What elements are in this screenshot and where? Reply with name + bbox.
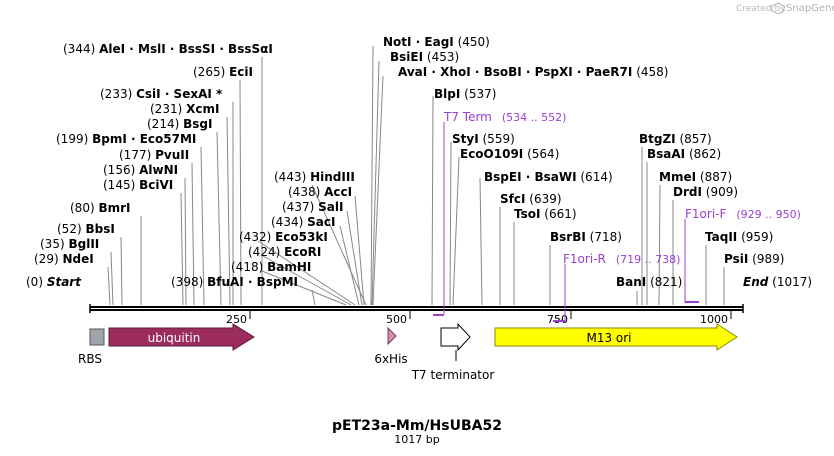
site-label-ecori[interactable]: (424) EcoRI <box>248 245 321 259</box>
site-label-blpi[interactable]: BlpI (537) <box>434 87 496 101</box>
site-label-start[interactable]: (0) Start <box>26 275 82 289</box>
cut-site-leader-line <box>261 270 347 306</box>
site-label-xcmi[interactable]: (231) XcmI <box>150 102 219 116</box>
site-label-taqii[interactable]: TaqII (959) <box>705 230 773 244</box>
site-label-avai-xhoi[interactable]: AvaI · XhoI · BsoBI · PspXI · PaeR7I (45… <box>398 65 668 79</box>
feature-ubiquitin[interactable]: ubiquitin <box>108 323 255 351</box>
feature-6xhis[interactable]: 6xHis <box>374 326 408 366</box>
site-label-bsaai[interactable]: BsaAI (862) <box>647 147 721 161</box>
cut-site-leader-line <box>658 184 661 306</box>
site-label-bsgi[interactable]: (214) BsgI <box>147 117 212 131</box>
cut-site-leader-line <box>431 95 434 306</box>
site-label-drdi[interactable]: DrdI (909) <box>673 185 738 199</box>
primer-label-f1ori-f[interactable]: F1ori-F(929 .. 950) <box>685 207 801 221</box>
cut-site-leader-line <box>200 146 205 306</box>
site-label-alwni[interactable]: (156) AlwNI <box>103 163 178 177</box>
site-label-bani[interactable]: BanI (821) <box>616 275 682 289</box>
site-label-hindiii[interactable]: (443) HindIII <box>274 170 355 184</box>
cut-site-leader-line <box>311 289 316 306</box>
feature-label-t7-terminator: T7 terminator <box>411 368 495 382</box>
cut-site-leader-line <box>257 240 356 306</box>
cut-site-leader-line <box>371 60 380 306</box>
cut-site-leader-line <box>239 79 242 306</box>
ruler: 250 500 750 1000 <box>226 311 732 326</box>
site-label-sfci[interactable]: SfcI (639) <box>500 192 562 206</box>
site-label-bamhi[interactable]: (418) BamHI <box>231 260 311 274</box>
site-label-ecii[interactable]: (265) EciI <box>193 65 253 79</box>
feature-label-rbs: RBS <box>78 352 102 366</box>
cut-site-leader-line <box>120 236 123 306</box>
snapgene-brand-text[interactable]: SnapGene <box>786 3 834 14</box>
site-label-saci[interactable]: (434) SacI <box>271 215 335 229</box>
cut-site-leader-lines <box>107 45 725 306</box>
site-label-sali[interactable]: (437) SalI <box>282 200 343 214</box>
cut-site-leader-line <box>107 266 111 306</box>
feature-label-m13-ori: M13 ori <box>586 331 631 345</box>
site-label-bsiei[interactable]: BsiEI (453) <box>390 50 459 64</box>
site-label-psii[interactable]: PsiI (989) <box>724 252 784 266</box>
sequence-backbone[interactable] <box>89 304 744 313</box>
site-label-ecoo109i[interactable]: EcoO109I (564) <box>460 147 559 161</box>
site-label-eco53ki[interactable]: (432) Eco53kI <box>239 230 328 244</box>
cut-site-leader-line <box>184 177 187 306</box>
cut-site-leader-line <box>452 156 460 306</box>
site-label-bmri[interactable]: (80) BmrI <box>70 201 131 215</box>
plasmid-name: pET23a-Mm/HsUBA52 <box>332 418 502 434</box>
site-label-btgzi[interactable]: BtgZI (857) <box>639 132 712 146</box>
feature-label-ubiquitin: ubiquitin <box>148 331 201 345</box>
primer-label-f1ori-r[interactable]: F1ori-R(719 .. 738) <box>563 252 680 266</box>
site-label-csii-sexai[interactable]: (233) CsiI · SexAI * <box>100 87 223 101</box>
cut-site-leader-line <box>110 251 114 306</box>
site-label-acci[interactable]: (438) AccI <box>288 185 352 199</box>
cut-site-leader-line <box>180 192 184 306</box>
cut-site-leader-line <box>354 195 365 306</box>
feature-rbs[interactable]: RBS <box>78 328 105 366</box>
cut-site-leader-line <box>370 45 374 306</box>
snapgene-logo-icon <box>771 2 785 15</box>
site-label-end[interactable]: End (1017) <box>743 275 812 289</box>
cut-site-leader-line <box>191 162 195 306</box>
cut-site-leader-line <box>262 255 352 306</box>
cut-site-leader-line <box>479 177 483 306</box>
site-label-bspei-bsawi[interactable]: BspEI · BsaWI (614) <box>484 170 613 184</box>
site-label-bsrbi[interactable]: BsrBI (718) <box>550 230 622 244</box>
feature-label-6xhis: 6xHis <box>374 352 407 366</box>
primer-label-t7-term[interactable]: T7 Term(534 .. 552) <box>443 110 566 124</box>
site-label-bfuai-bspmi[interactable]: (398) BfuAI · BspMI <box>171 275 298 289</box>
plasmid-size: 1017 bp <box>394 433 439 446</box>
site-label-bcivi[interactable]: (145) BciVI <box>103 178 173 192</box>
site-label-bbsi[interactable]: (52) BbsI <box>57 222 115 236</box>
cut-site-leader-line <box>226 116 231 306</box>
site-label-bpmi-eco57mi[interactable]: (199) BpmI · Eco57MI <box>56 132 196 146</box>
restriction-site-labels: (0) Start (29) NdeI (35) BglII (52) BbsI… <box>26 35 812 289</box>
site-label-noti-eagi[interactable]: NotI · EagI (450) <box>383 35 490 49</box>
cut-site-leader-line <box>339 225 360 306</box>
cut-site-leader-line <box>372 75 384 306</box>
feature-t7-terminator[interactable]: T7 terminator <box>411 322 495 382</box>
site-label-ndei[interactable]: (29) NdeI <box>34 252 94 266</box>
cut-site-leader-line <box>216 131 222 306</box>
site-label-mmei[interactable]: MmeI (887) <box>659 170 732 184</box>
site-label-tsoi[interactable]: TsoI (661) <box>514 207 577 221</box>
primer-labels: T7 Term(534 .. 552) F1ori-R(719 .. 738) … <box>443 110 801 266</box>
site-label-pvuii[interactable]: (177) PvuII <box>119 148 189 162</box>
cut-site-leader-line <box>346 210 363 306</box>
site-label-styi[interactable]: StyI (559) <box>452 132 515 146</box>
ruler-tick-500: 500 <box>386 313 407 326</box>
ruler-tick-1000: 1000 <box>700 313 728 326</box>
cut-site-leader-line <box>449 141 452 306</box>
cut-site-leader-line <box>311 184 367 306</box>
site-label-alei-msli-bsssi[interactable]: (344) AleI · MslI · BssSI · BssSαI <box>63 42 273 56</box>
site-label-bglii[interactable]: (35) BglII <box>40 237 99 251</box>
primer-marks <box>433 122 699 322</box>
created-by-text: Created by <box>736 4 786 14</box>
feature-m13-ori[interactable]: M13 ori <box>494 323 738 351</box>
ruler-tick-250: 250 <box>226 313 247 326</box>
ruler-tick-750: 750 <box>547 313 568 326</box>
